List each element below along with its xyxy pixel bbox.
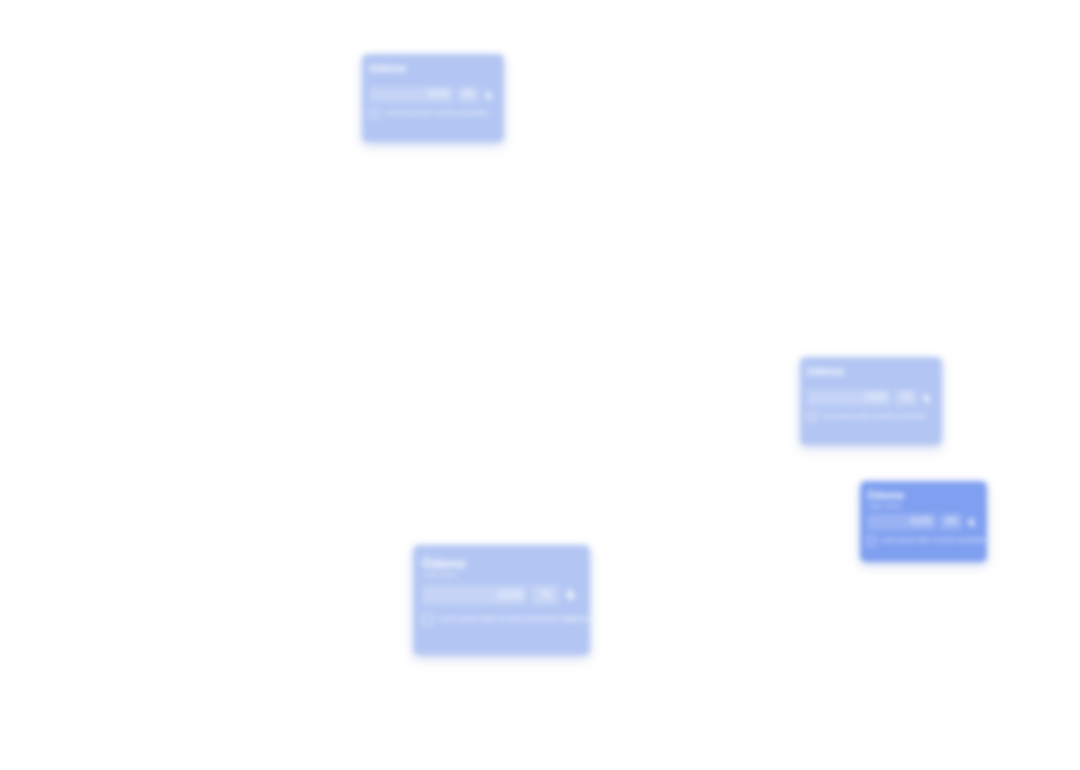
card-note: Lorem ipsum dolor sit amet consectetur — [807, 412, 935, 421]
checkbox-icon[interactable] — [867, 536, 876, 545]
note-text: Lorem ipsum dolor sit amet consectetur — [383, 110, 489, 117]
payment-card[interactable]: Odeme 1500 00 ₺ Lorem ipsum dolor sit am… — [362, 54, 504, 142]
card-note: Lorem ipsum dolor sit amet consectetur a… — [867, 536, 987, 545]
note-text: Lorem ipsum dolor sit amet consectetur — [821, 413, 927, 420]
note-text: Lorem ipsum dolor sit amet consectetur a… — [881, 537, 987, 544]
amount-row: 4100 00 ₺ — [867, 514, 980, 530]
currency-symbol: ₺ — [485, 89, 493, 102]
card-subtitle — [369, 76, 497, 84]
amount-input[interactable]: 1500 — [422, 585, 527, 605]
checkbox-icon[interactable] — [807, 412, 816, 421]
currency-symbol: ₺ — [968, 516, 976, 529]
card-subtitle: Tutarı Giriniz — [867, 504, 902, 510]
amount-row: 1500 75 ₺ — [422, 585, 581, 605]
decimal-input[interactable]: 00 — [940, 514, 962, 530]
amount-input[interactable]: 1500 — [807, 390, 891, 406]
checkbox-icon[interactable] — [369, 109, 378, 118]
currency-symbol: ₺ — [923, 392, 931, 405]
decimal-input[interactable]: 00 — [457, 87, 479, 103]
amount-input[interactable]: 4100 — [867, 514, 936, 530]
card-title: Ödeme — [422, 556, 467, 571]
card-subtitle — [807, 379, 935, 387]
currency-symbol: ₺ — [566, 587, 576, 602]
decimal-input[interactable]: 75 — [895, 390, 917, 406]
amount-row: 1500 00 ₺ — [369, 87, 497, 103]
card-title: Ödeme — [867, 490, 905, 502]
payment-card[interactable]: Odeme 1500 75 ₺ Lorem ipsum dolor sit am… — [800, 357, 942, 445]
payment-card-active[interactable]: Ödeme Tutarı Giriniz 4100 00 ₺ Lorem ips… — [860, 481, 987, 562]
card-title: Odeme — [369, 63, 407, 75]
card-note: Lorem ipsum dolor sit amet consectetur — [369, 109, 497, 118]
note-text: Lorem ipsum dolor sit amet consectetur a… — [438, 615, 590, 623]
card-title: Odeme — [807, 366, 845, 378]
checkbox-icon[interactable] — [422, 614, 433, 625]
decimal-input[interactable]: 75 — [531, 585, 559, 605]
card-note: Lorem ipsum dolor sit amet consectetur a… — [422, 614, 590, 625]
card-subtitle: Tutarı Giriniz — [422, 573, 457, 579]
amount-input[interactable]: 1500 — [369, 87, 453, 103]
amount-row: 1500 75 ₺ — [807, 390, 935, 406]
payment-card[interactable]: Ödeme Tutarı Giriniz 1500 75 ₺ Lorem ips… — [413, 545, 590, 655]
